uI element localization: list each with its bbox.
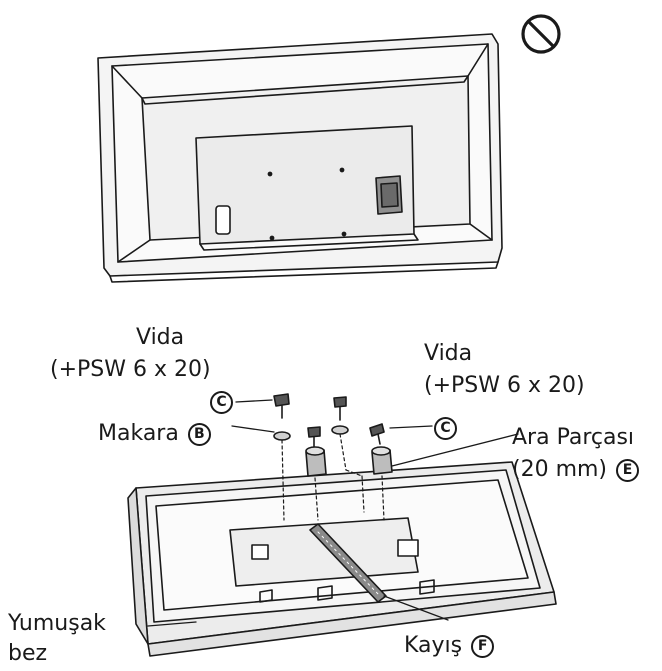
pulley-letter: B <box>187 423 211 446</box>
screw-left-letter: C <box>210 391 233 414</box>
soft-cloth-name: Yumuşak <box>8 611 106 636</box>
spacer-label-line2: (20 mm) E <box>512 456 641 484</box>
soft-cloth-label-line1: Yumuşak <box>8 610 106 638</box>
screw-left <box>273 393 290 419</box>
screw-left-label: Vida <box>136 324 184 352</box>
belt-letter: F <box>471 635 495 658</box>
screw-right-callout: C <box>432 414 459 442</box>
spacer-size: (20 mm) <box>512 457 608 482</box>
screw-center <box>333 396 347 421</box>
spacer-left <box>305 446 327 477</box>
belt-label: Kayış F <box>404 632 496 660</box>
spacer-right <box>371 446 393 475</box>
prohibited-icon <box>521 14 561 54</box>
pulley-center <box>331 425 349 435</box>
screw-right-name: Vida <box>424 341 473 366</box>
screw-right-letter: C <box>434 417 457 440</box>
screw-right-spec: (+PSW 6 x 20) <box>424 373 585 398</box>
pulley-name: Makara <box>98 421 179 446</box>
spacer-name: Ara Parçası <box>512 425 635 450</box>
belt <box>309 523 387 603</box>
screw-right <box>369 423 385 445</box>
tv-back-view <box>97 33 503 283</box>
pulley-label: Makara B <box>98 420 213 448</box>
belt-name: Kayış <box>404 633 463 658</box>
assembly-guides <box>281 433 385 521</box>
soft-cloth-name-2: bez <box>8 641 48 666</box>
leader-lines <box>147 399 519 627</box>
pulley-left <box>273 431 291 441</box>
screw-left-name: Vida <box>136 325 185 350</box>
screw-right-label: Vida <box>424 340 472 368</box>
screw-left-callout: C <box>208 388 235 416</box>
screw-right-spec-label: (+PSW 6 x 20) <box>424 372 585 400</box>
spacer-label-line1: Ara Parçası <box>512 424 634 452</box>
screw-left-spec: (+PSW 6 x 20) <box>50 357 211 382</box>
spacer-letter: E <box>616 459 640 482</box>
soft-cloth-label-line2: bez <box>8 640 47 668</box>
screw-left-spec-label: (+PSW 6 x 20) <box>50 356 211 384</box>
